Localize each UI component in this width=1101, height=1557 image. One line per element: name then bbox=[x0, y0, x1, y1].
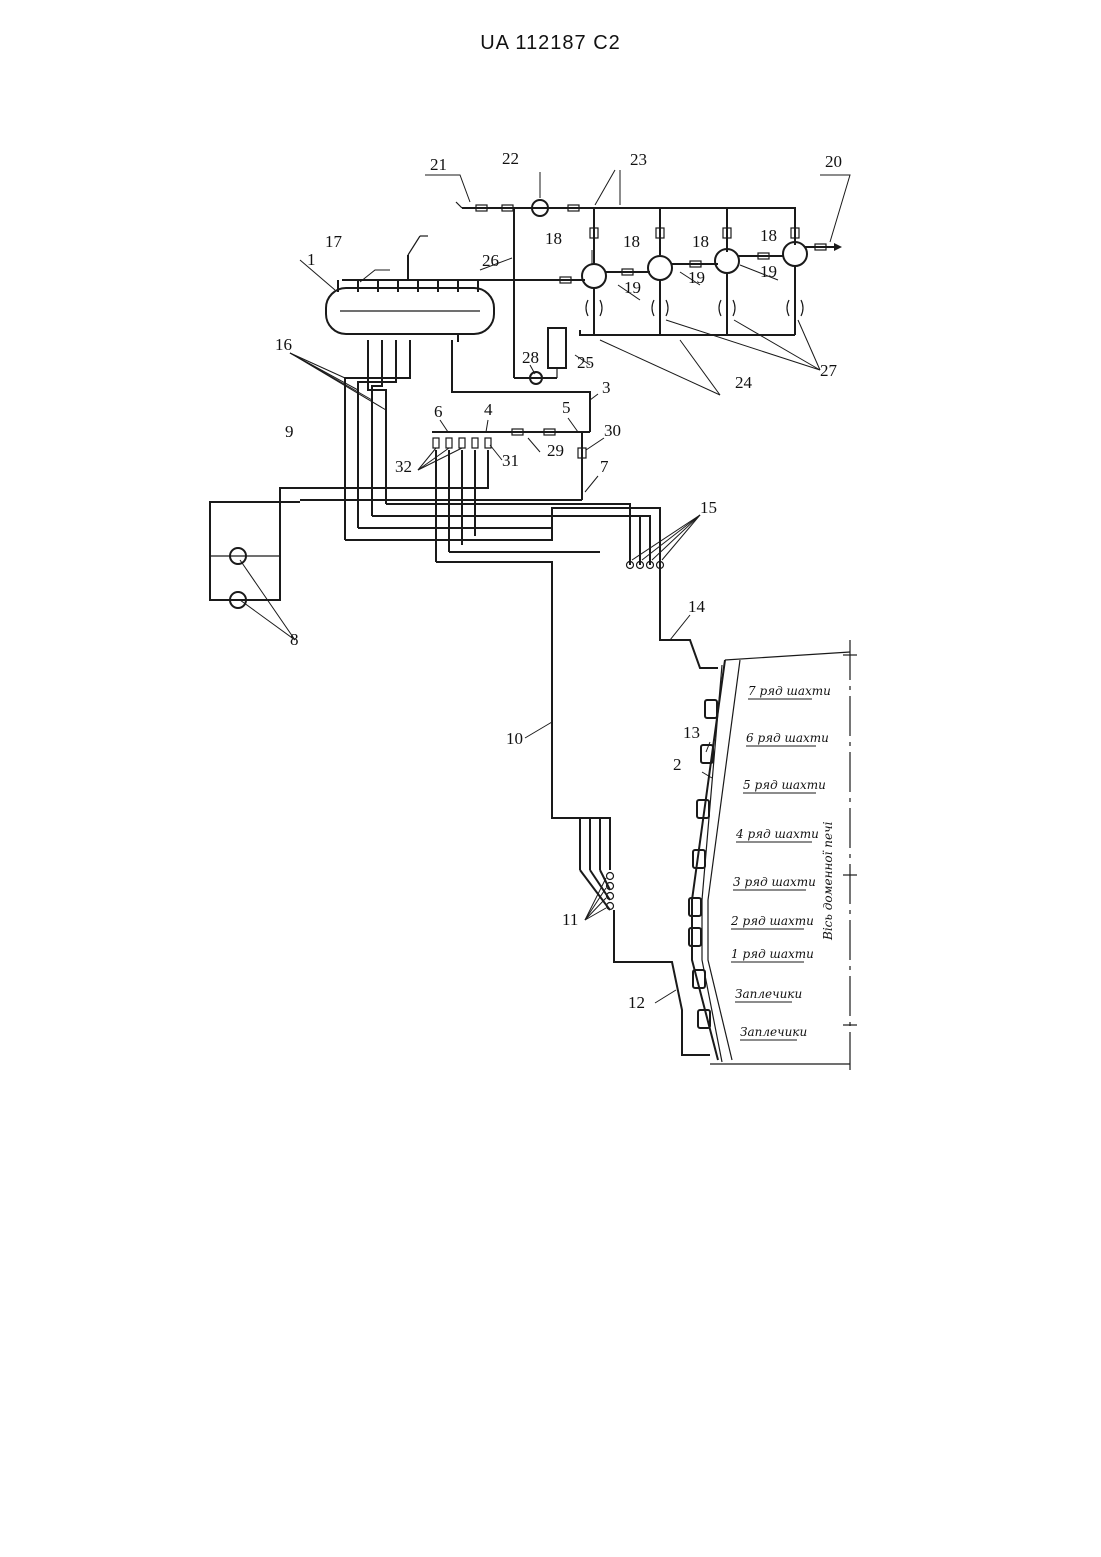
callout-29: 29 bbox=[547, 441, 564, 460]
callout-1: 1 bbox=[307, 250, 316, 269]
callout-27: 27 bbox=[820, 361, 838, 380]
collector-line-to-tank bbox=[342, 236, 784, 283]
row-label-2: 2 ряд шахти bbox=[730, 914, 814, 928]
row-label-bosh-lower: Заплечики bbox=[740, 1025, 807, 1039]
callout-5: 5 bbox=[562, 398, 571, 417]
header-tank-1 bbox=[326, 280, 494, 334]
callout-11: 11 bbox=[562, 910, 578, 929]
callout-25: 25 bbox=[577, 353, 594, 372]
riser-bundle-16 bbox=[345, 340, 410, 540]
callout-15: 15 bbox=[700, 498, 717, 517]
line-3 bbox=[452, 340, 590, 432]
tank-25 bbox=[548, 328, 566, 378]
valves-11 bbox=[607, 873, 614, 910]
downcomer-10 bbox=[436, 552, 610, 910]
row-label-3: 3 ряд шахти bbox=[733, 875, 816, 889]
callout-9: 9 bbox=[285, 422, 294, 441]
furnace-row-labels: 7 ряд шахти 6 ряд шахти 5 ряд шахти 4 ря… bbox=[730, 684, 835, 1040]
callout-20: 20 bbox=[825, 152, 842, 171]
row-label-5: 5 ряд шахти bbox=[743, 778, 826, 792]
callout-19c: 19 bbox=[760, 262, 777, 281]
pump-28 bbox=[514, 372, 557, 384]
row-label-4: 4 ряд шахти bbox=[735, 827, 819, 841]
callout-32: 32 bbox=[395, 457, 412, 476]
callout-31: 31 bbox=[502, 451, 519, 470]
callout-19a: 19 bbox=[624, 278, 641, 297]
callout-22: 22 bbox=[502, 149, 519, 168]
callout-26: 26 bbox=[482, 251, 499, 270]
callout-6: 6 bbox=[434, 402, 443, 421]
callout-28: 28 bbox=[522, 348, 539, 367]
callout-18b: 18 bbox=[623, 232, 640, 251]
callout-18a: 18 bbox=[545, 229, 562, 248]
callout-13: 13 bbox=[683, 723, 700, 742]
callout-2: 2 bbox=[673, 755, 682, 774]
callout-3: 3 bbox=[602, 378, 611, 397]
callout-18c: 18 bbox=[692, 232, 709, 251]
output-line-20 bbox=[805, 243, 842, 251]
line-12 bbox=[614, 910, 710, 1055]
callout-17: 17 bbox=[325, 232, 343, 251]
row-label-1: 1 ряд шахти bbox=[731, 947, 814, 961]
callout-21: 21 bbox=[430, 155, 447, 174]
callout-7: 7 bbox=[600, 457, 609, 476]
callout-23: 23 bbox=[630, 150, 647, 169]
return-line-24 bbox=[458, 330, 795, 342]
pump-station-8 bbox=[210, 488, 300, 608]
callout-4: 4 bbox=[484, 400, 493, 419]
callout-30: 30 bbox=[604, 421, 621, 440]
callout-24: 24 bbox=[735, 373, 753, 392]
furnace-axis-label: Вісь доменної печі bbox=[821, 821, 835, 941]
callout-12: 12 bbox=[628, 993, 645, 1012]
callout-10: 10 bbox=[506, 729, 523, 748]
callout-19b: 19 bbox=[688, 268, 705, 287]
callout-8: 8 bbox=[290, 630, 299, 649]
row-label-7: 7 ряд шахти bbox=[748, 684, 831, 698]
callout-18d: 18 bbox=[760, 226, 777, 245]
row-label-bosh-upper: Заплечики bbox=[735, 987, 802, 1001]
row-label-6: 6 ряд шахти bbox=[746, 731, 829, 745]
furnace-axis bbox=[843, 640, 857, 1070]
valves-32 bbox=[433, 438, 491, 448]
callout-14: 14 bbox=[688, 597, 706, 616]
callout-16: 16 bbox=[275, 335, 292, 354]
